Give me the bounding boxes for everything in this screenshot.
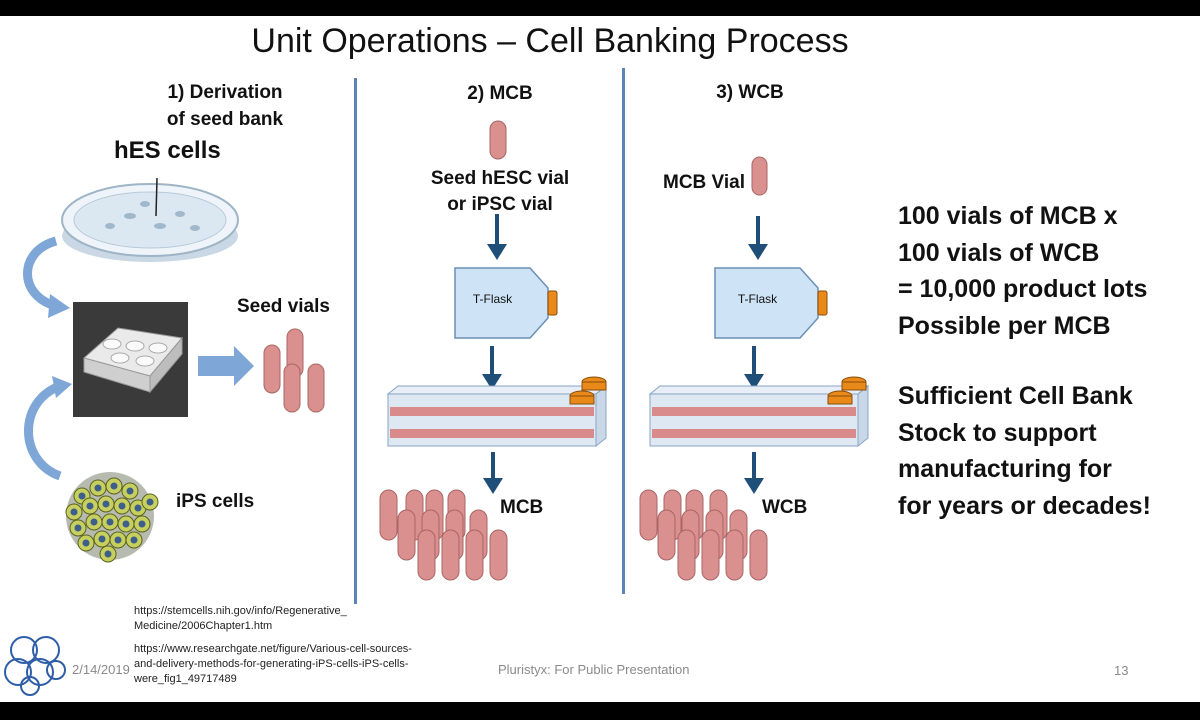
- wcb-output-label: WCB: [762, 497, 808, 518]
- mcb-t-flask: [454, 267, 558, 339]
- summary-line-8: for years or decades!: [898, 491, 1151, 520]
- hes-pointer-line: [155, 177, 158, 217]
- summary-line-7: manufacturing for: [898, 455, 1112, 483]
- divider-left: [354, 78, 357, 604]
- ips-cell-cluster: [65, 472, 159, 563]
- section-mcb-header: 2) MCB: [467, 83, 533, 104]
- seed-vial-caption-line1: Seed hESC vial: [430, 168, 570, 189]
- section-wcb-header: 3) WCB: [716, 82, 784, 103]
- derivation-graphics: [23, 177, 325, 563]
- divider-right: [622, 68, 625, 594]
- reference-1-line1: https://stemcells.nih.gov/info/Regenerat…: [134, 605, 347, 617]
- reference-1-line2: Medicine/2006Chapter1.htm: [134, 620, 273, 632]
- block-arrow-right: [198, 346, 254, 386]
- mcb-graphics: [379, 120, 608, 581]
- mcb-vial-label: MCB Vial: [663, 172, 746, 193]
- wcb-arrow-2: [744, 346, 764, 390]
- mcb-arrow-2: [482, 346, 502, 390]
- footer-date: 2/14/2019: [72, 662, 130, 677]
- footer-center-text: Pluristyx: For Public Presentation: [498, 662, 690, 677]
- seed-vials-label: Seed vials: [237, 296, 330, 317]
- mcb-arrow-1: [487, 214, 507, 260]
- mcb-vial-bank: [379, 489, 508, 581]
- reference-2-line2: and-delivery-methods-for-generating-iPS-…: [134, 658, 409, 670]
- summary-line-2: 100 vials of WCB: [898, 238, 1100, 267]
- mcb-output-label: MCB: [500, 497, 544, 518]
- seed-vial-caption-line2: or iPSC vial: [447, 194, 553, 215]
- wcb-vial-bank: [639, 489, 768, 581]
- wcb-arrow-1: [748, 216, 768, 260]
- well-plate-image: [73, 302, 188, 417]
- footer-page-number: 13: [1114, 663, 1129, 678]
- wcb-cell-factory: [648, 376, 870, 448]
- section-derivation-line2: of seed bank: [166, 109, 284, 130]
- wcb-t-flask: [714, 267, 828, 339]
- hes-cells-label: hES cells: [114, 137, 221, 164]
- petri-dish: [61, 183, 239, 262]
- company-logo-icon: [4, 636, 66, 696]
- reference-2-line3: were_fig1_49717489: [134, 673, 237, 685]
- mcb-t-flask-label: T-Flask: [472, 292, 513, 306]
- summary-line-3: = 10,000 product lots: [898, 275, 1148, 303]
- reference-2-line1: https://www.researchgate.net/figure/Vari…: [134, 643, 412, 655]
- wcb-t-flask-label: T-Flask: [737, 292, 778, 306]
- mcb-cell-factory: [386, 376, 608, 448]
- summary-line-1: 100 vials of MCB x: [898, 202, 1118, 230]
- curved-arrow-top: [23, 236, 58, 311]
- summary-line-5: Sufficient Cell Bank: [898, 382, 1133, 410]
- curved-arrow-bottom: [24, 381, 62, 481]
- mcb-arrow-3: [483, 452, 503, 494]
- summary-lots: 100 vials of MCB x 100 vials of WCB = 10…: [898, 198, 1147, 344]
- summary-stock: Sufficient Cell Bank Stock to support ma…: [898, 378, 1151, 524]
- curved-arrow-bottom-head: [52, 376, 72, 398]
- reference-1: https://stemcells.nih.gov/info/Regenerat…: [134, 604, 347, 634]
- ips-cells-label: iPS cells: [176, 491, 255, 512]
- mcb-seed-vial: [489, 120, 507, 160]
- slide: Unit Operations – Cell Banking Process 1…: [0, 16, 1200, 702]
- summary-line-6: Stock to support: [898, 418, 1097, 447]
- seed-vials: [263, 328, 325, 413]
- wcb-mcb-vial: [751, 156, 768, 196]
- slide-title: Unit Operations – Cell Banking Process: [251, 22, 849, 60]
- curved-arrow-top-head: [48, 294, 70, 318]
- section-derivation-header: 1) Derivation of seed bank: [150, 79, 300, 133]
- summary-line-4: Possible per MCB: [898, 311, 1111, 340]
- wcb-graphics: [639, 156, 870, 581]
- wcb-arrow-3: [744, 452, 764, 494]
- section-derivation-line1: 1) Derivation: [167, 82, 283, 103]
- seed-vial-caption: Seed hESC vial or iPSC vial: [410, 166, 590, 218]
- reference-2: https://www.researchgate.net/figure/Vari…: [134, 642, 412, 687]
